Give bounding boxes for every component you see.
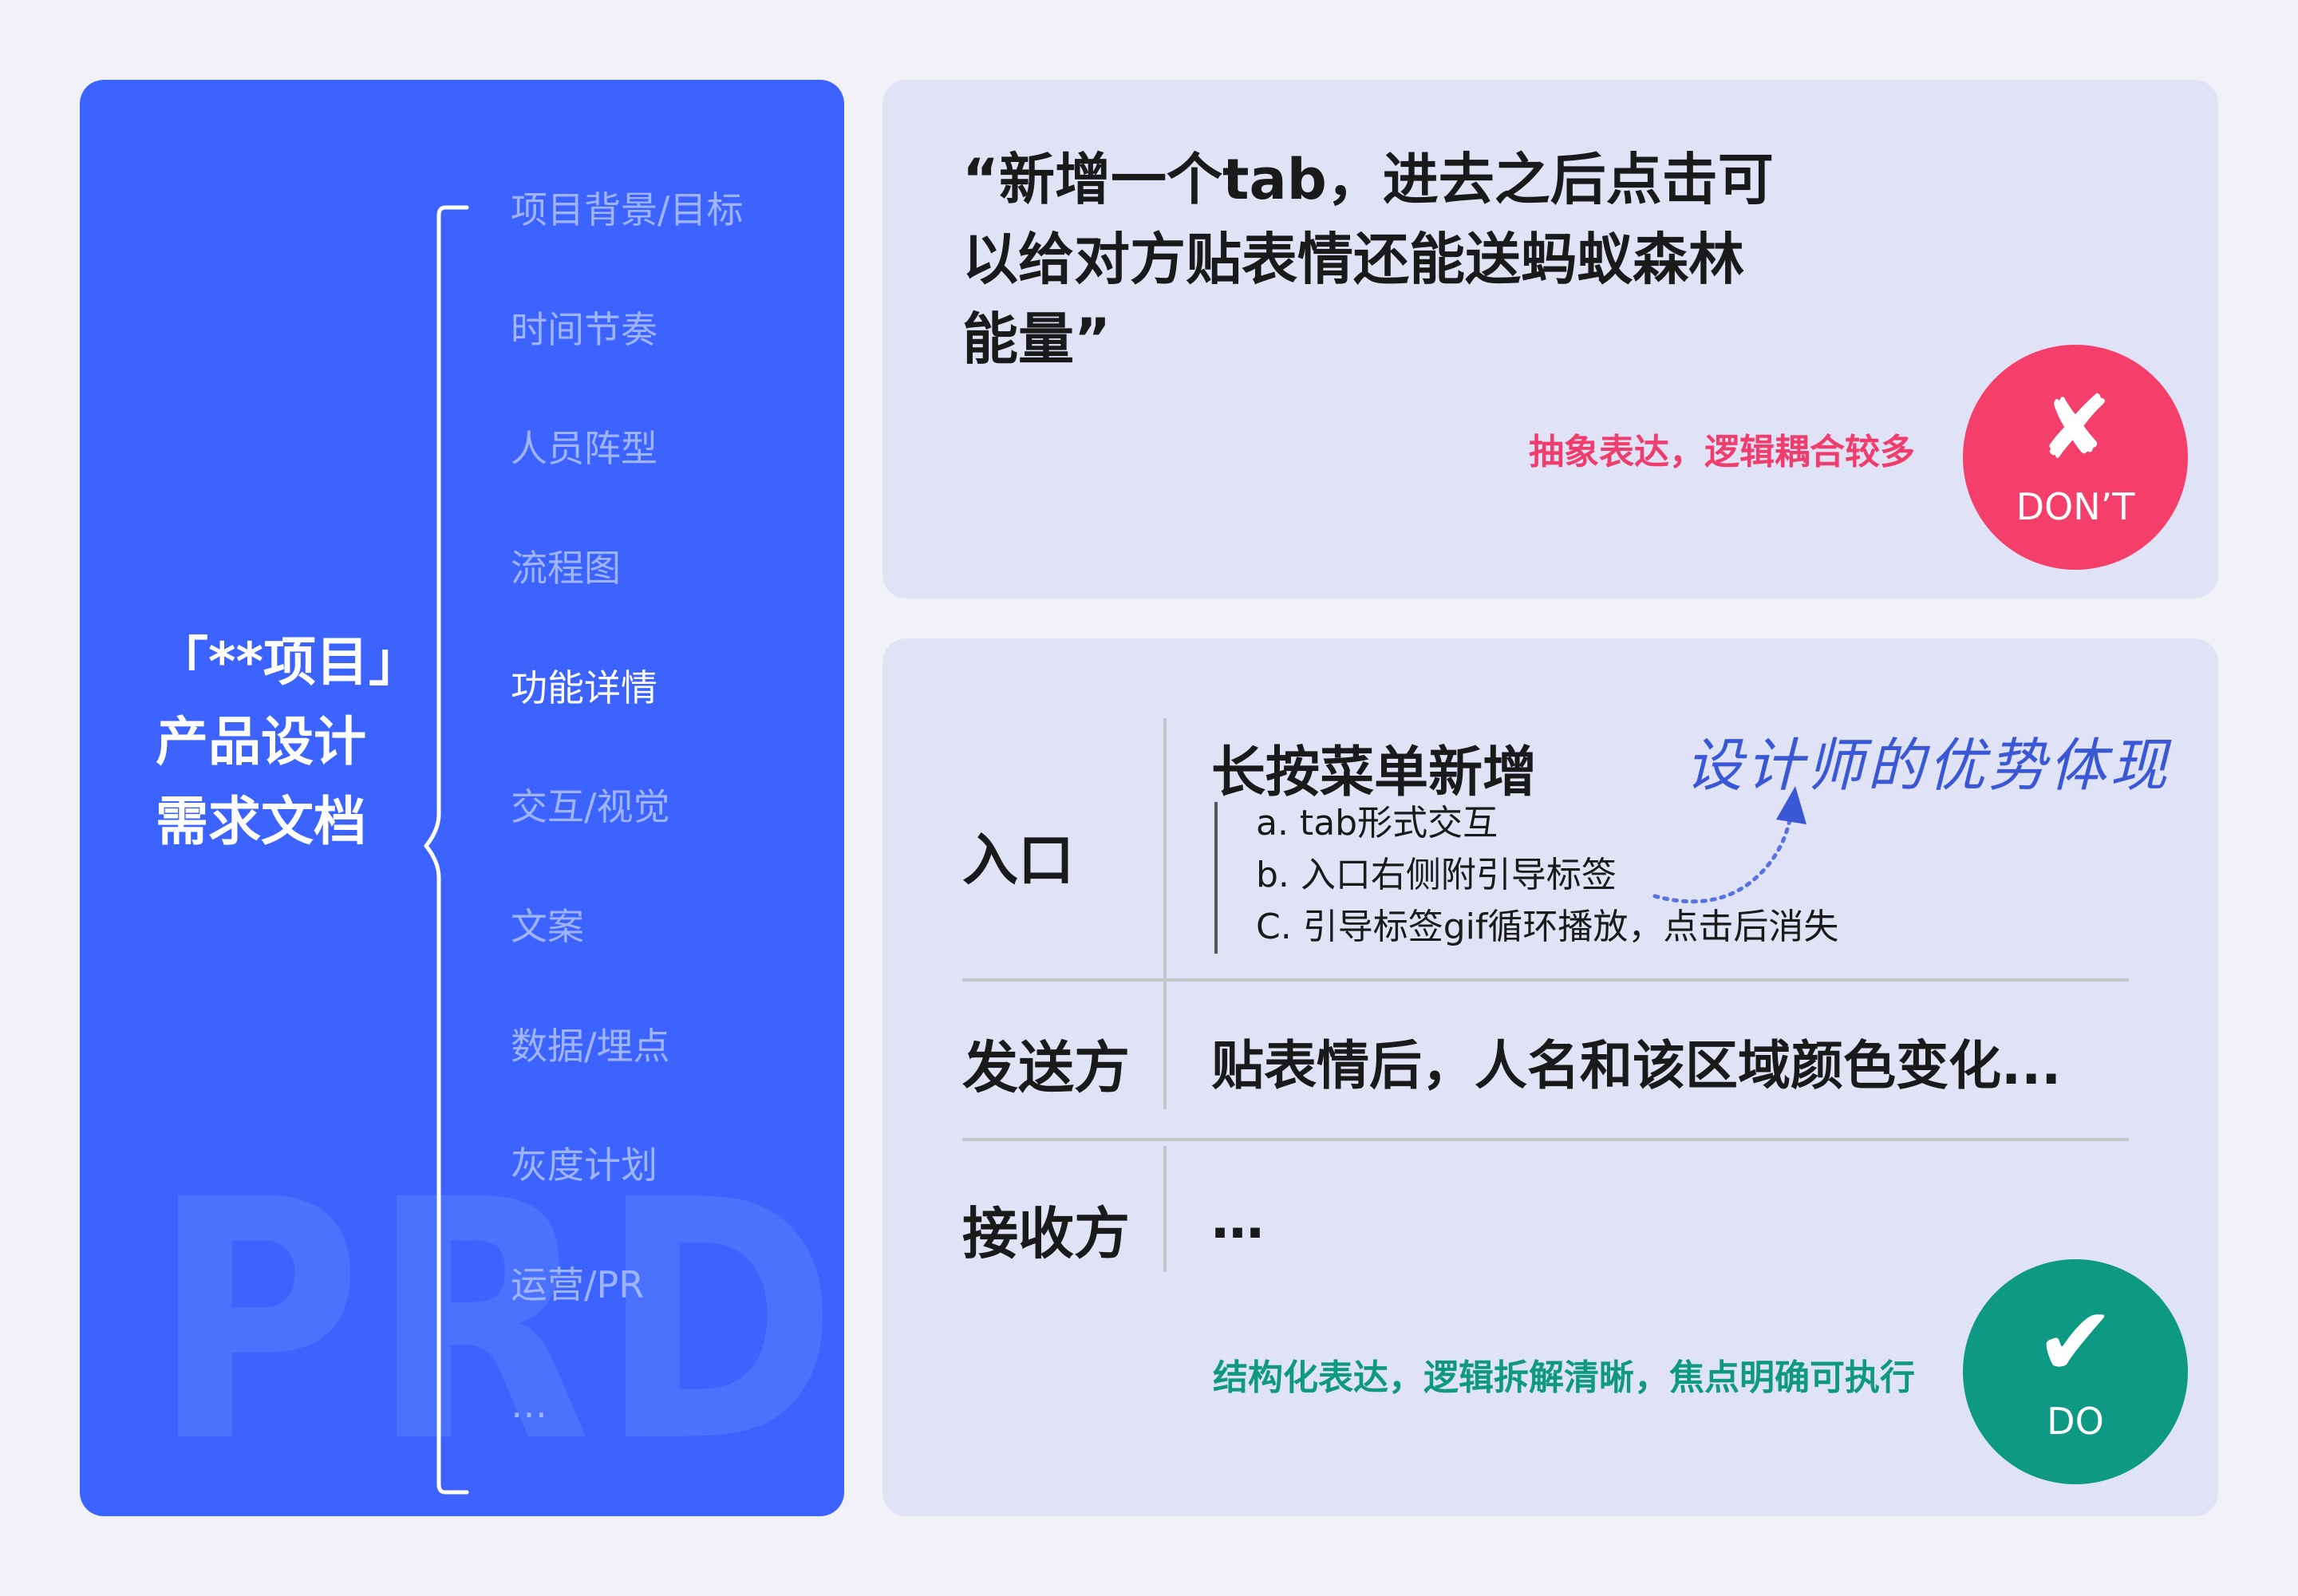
entry-title: 长按菜单新增 xyxy=(1211,741,1538,804)
doc-title-line: 「**项目」 xyxy=(156,631,422,693)
quote-line: “新增一个tab，进去之后点击可 xyxy=(962,147,1774,212)
curly-brace-icon xyxy=(424,205,469,1495)
do-badge-label: DO xyxy=(2047,1400,2104,1443)
doc-title-line: 产品设计 xyxy=(156,711,366,772)
table-divider-vertical xyxy=(1163,1146,1167,1272)
prd-panel: PRD 「**项目」 产品设计 需求文档 项目背景/目标 时间节奏 人员阵型 流… xyxy=(80,80,844,1516)
sender-cell: 贴表情后，人名和该区域颜色变化... xyxy=(1211,1035,2062,1096)
toc-item: 交互/视觉 xyxy=(511,785,670,828)
toc-item: 项目背景/目标 xyxy=(511,188,744,231)
handwritten-annotation: 设计师的优势体现 xyxy=(1685,732,2171,799)
toc-item: … xyxy=(511,1383,547,1426)
toc-item-active: 功能详情 xyxy=(511,666,657,709)
dont-badge: ✘ DON’T xyxy=(1963,345,2188,570)
toc-item: 运营/PR xyxy=(511,1263,645,1306)
table-divider-horizontal xyxy=(962,978,2129,982)
row-label-entry: 入口 xyxy=(962,828,1074,893)
do-caption: 结构化表达，逻辑拆解清晰，焦点明确可执行 xyxy=(1213,1357,1915,1398)
entry-list-bar xyxy=(1214,802,1218,954)
doc-title: 「**项目」 产品设计 需求文档 xyxy=(156,622,422,862)
quote-line: 能量” xyxy=(962,306,1111,372)
dont-caption: 抽象表达，逻辑耦合较多 xyxy=(1529,432,1915,472)
toc-item: 流程图 xyxy=(511,547,621,590)
entry-item: a. tab形式交互 xyxy=(1256,803,1498,843)
toc-item: 数据/埋点 xyxy=(511,1025,670,1068)
receiver-cell: … xyxy=(1211,1189,1264,1250)
row-label-sender: 发送方 xyxy=(962,1035,1130,1100)
dont-badge-label: DON’T xyxy=(2016,485,2135,528)
doc-title-line: 需求文档 xyxy=(156,791,366,852)
toc-item: 时间节奏 xyxy=(511,308,657,351)
check-icon: ✔ xyxy=(2035,1287,2116,1398)
prd-watermark: PRD xyxy=(152,1129,844,1515)
table-divider-vertical xyxy=(1163,718,1167,1109)
do-badge: ✔ DO xyxy=(1963,1259,2188,1484)
do-card: 入口 发送方 接收方 长按菜单新增 a. tab形式交互 b. 入口右侧附引导标… xyxy=(882,638,2218,1516)
entry-item: b. 入口右侧附引导标签 xyxy=(1256,855,1617,895)
row-label-receiver: 接收方 xyxy=(962,1201,1130,1266)
cross-icon: ✘ xyxy=(2038,377,2113,479)
entry-item: C. 引导标签gif循环播放，点击后消失 xyxy=(1256,907,1839,947)
dotted-curve-arrow-icon xyxy=(1652,786,1806,904)
quote-line: 以给对方贴表情还能送蚂蚁森林 xyxy=(962,227,1744,292)
table-divider-horizontal xyxy=(962,1138,2129,1141)
toc-item: 人员阵型 xyxy=(511,427,657,470)
bad-example-quote: “新增一个tab，进去之后点击可 以给对方贴表情还能送蚂蚁森林 能量” xyxy=(962,140,1800,379)
dont-card: “新增一个tab，进去之后点击可 以给对方贴表情还能送蚂蚁森林 能量” 抽象表达… xyxy=(882,80,2218,598)
toc-item: 文案 xyxy=(511,905,584,948)
toc-item: 灰度计划 xyxy=(511,1144,657,1187)
